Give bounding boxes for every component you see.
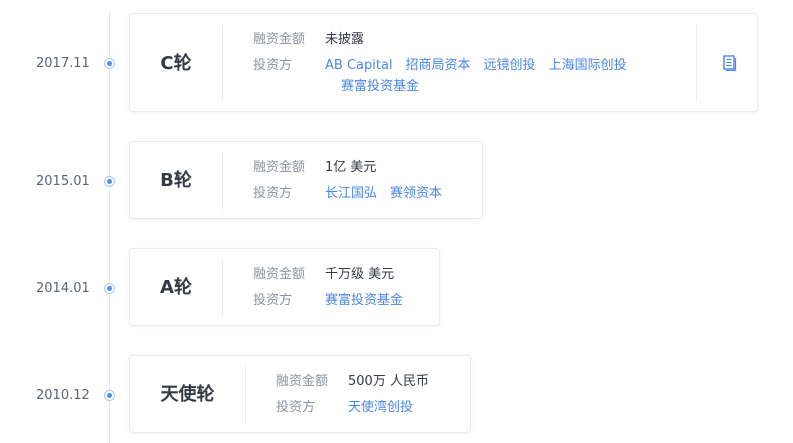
round-info: 融资金额 1亿 美元 投资方 长江国弘赛领资本 bbox=[253, 157, 455, 204]
amount-value: 1亿 美元 bbox=[325, 160, 377, 175]
round-date: 2015.01 bbox=[36, 174, 90, 189]
investors-list: 长江国弘赛领资本 bbox=[325, 183, 455, 204]
divider bbox=[696, 25, 697, 102]
amount-label: 融资金额 bbox=[253, 267, 306, 282]
investor-link[interactable]: 招商局资本 bbox=[405, 58, 471, 73]
timeline-dot bbox=[104, 176, 115, 187]
round-info: 融资金额 未披露 投资方 AB Capital 招商局资本远镜创投上海国际创投 赛富投… bbox=[253, 29, 640, 97]
investors-list: 天使湾创投 bbox=[348, 397, 426, 418]
amount-label: 融资金额 bbox=[276, 374, 329, 389]
round-name: 天使轮 bbox=[160, 384, 215, 405]
investor-link[interactable]: AB Capital bbox=[325, 58, 393, 73]
divider bbox=[222, 259, 223, 317]
amount-value: 500万 人民币 bbox=[348, 374, 429, 389]
investor-link[interactable]: 长江国弘 bbox=[325, 186, 378, 201]
investor-link[interactable]: 天使湾创投 bbox=[348, 400, 414, 415]
investors-row: 投资方 AB Capital 招商局资本远镜创投上海国际创投 bbox=[253, 55, 640, 76]
round-info: 融资金额 500万 人民币 投资方 天使湾创投 bbox=[276, 371, 429, 418]
investors-row: 投资方 长江国弘赛领资本 bbox=[253, 183, 455, 204]
amount-value: 千万级 美元 bbox=[325, 267, 395, 282]
investor-link[interactable]: 远镜创投 bbox=[483, 58, 536, 73]
investors-label: 投资方 bbox=[253, 293, 293, 308]
amount-label: 融资金额 bbox=[253, 32, 306, 47]
round-name: A轮 bbox=[160, 277, 192, 298]
round-card: B轮 融资金额 1亿 美元 投资方 长江国弘赛领资本 bbox=[129, 141, 483, 219]
investors-label: 投资方 bbox=[253, 58, 293, 73]
timeline-dot bbox=[104, 283, 115, 294]
round-card: C轮 融资金额 未披露 投资方 AB Capital 招商局资本远镜创投上海国际创投 … bbox=[129, 13, 758, 112]
investors-list: AB Capital 招商局资本远镜创投上海国际创投 bbox=[325, 55, 640, 76]
investors-label: 投资方 bbox=[253, 186, 293, 201]
amount-row: 融资金额 千万级 美元 bbox=[253, 264, 416, 285]
round-name: C轮 bbox=[160, 53, 192, 74]
timeline-line bbox=[109, 12, 110, 443]
investor-link[interactable]: 赛富投资基金 bbox=[341, 79, 420, 94]
divider bbox=[222, 25, 223, 102]
timeline-dot bbox=[104, 390, 115, 401]
investor-link[interactable]: 赛领资本 bbox=[390, 186, 443, 201]
amount-row: 融资金额 1亿 美元 bbox=[253, 157, 455, 178]
round-date: 2010.12 bbox=[36, 388, 90, 403]
round-date: 2017.11 bbox=[36, 56, 90, 71]
round-info: 融资金额 千万级 美元 投资方 赛富投资基金 bbox=[253, 264, 416, 311]
amount-row: 融资金额 500万 人民币 bbox=[276, 371, 429, 392]
investor-link[interactable]: 赛富投资基金 bbox=[325, 293, 404, 308]
investors-row: 投资方 天使湾创投 bbox=[276, 397, 429, 418]
round-date: 2014.01 bbox=[36, 281, 90, 296]
document-icon[interactable] bbox=[723, 55, 737, 72]
amount-row: 融资金额 未披露 bbox=[253, 29, 640, 50]
investors-list: 赛富投资基金 bbox=[325, 290, 416, 311]
amount-value: 未披露 bbox=[325, 32, 365, 47]
round-card: 天使轮 融资金额 500万 人民币 投资方 天使湾创投 bbox=[129, 355, 471, 433]
investors-row: 投资方 赛富投资基金 bbox=[253, 290, 416, 311]
timeline-dot bbox=[104, 58, 115, 69]
investor-link[interactable]: 上海国际创投 bbox=[548, 58, 627, 73]
investors-label: 投资方 bbox=[276, 400, 316, 415]
investors-row-continued: 赛富投资基金 bbox=[253, 76, 640, 97]
divider bbox=[222, 152, 223, 210]
round-card: A轮 融资金额 千万级 美元 投资方 赛富投资基金 bbox=[129, 248, 440, 326]
divider bbox=[245, 366, 246, 424]
round-name: B轮 bbox=[160, 170, 192, 191]
amount-label: 融资金额 bbox=[253, 160, 306, 175]
